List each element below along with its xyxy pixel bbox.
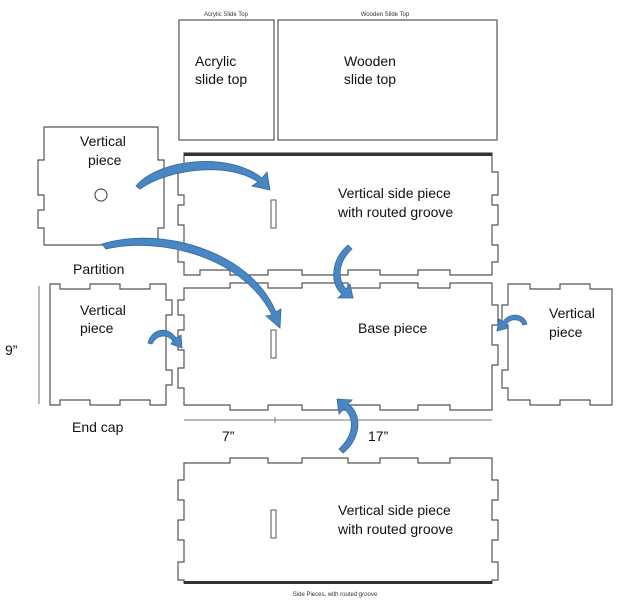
end-cap-label: End cap [72, 419, 124, 435]
acrylic-label-2: slide top [195, 71, 247, 87]
arrow-partition-to-base-slot [101, 237, 282, 329]
partition-label: Partition [73, 261, 124, 277]
top-side-label-2: with routed groove [337, 204, 453, 220]
partition-vertical-label-1: Vertical [80, 133, 126, 149]
partition-piece: Vertical piece Partition [37, 126, 165, 277]
width-large-label: 17” [368, 428, 389, 444]
wooden-label-2: slide top [344, 71, 396, 87]
base-label: Base piece [358, 320, 427, 336]
arrow-right-endcap-to-base [496, 314, 528, 332]
assembly-arrows [101, 161, 528, 454]
left-end-cap: Vertical piece End cap [49, 283, 173, 435]
bottom-caption: Side Pieces, with routed groove [293, 592, 378, 598]
arrow-base-up [333, 244, 354, 299]
right-vertical-label-1: Vertical [549, 305, 595, 321]
wooden-label-1: Wooden [344, 53, 396, 69]
right-end-cap: Vertical piece [501, 283, 613, 406]
partition-vertical-label-2: piece [88, 152, 122, 168]
top-side-label-1: Vertical side piece [338, 185, 451, 201]
routed-groove-bottom [184, 581, 492, 584]
bottom-side-piece: Vertical side piece with routed groove S… [177, 457, 499, 598]
height-dimension: 9” [5, 286, 40, 404]
arrow-partition-to-top-slot [135, 161, 271, 191]
bottom-side-label-2: with routed groove [337, 521, 453, 537]
right-vertical-label-2: piece [549, 324, 583, 340]
bottom-side-label-1: Vertical side piece [338, 502, 451, 518]
acrylic-caption: Acrylic Slide Top [204, 12, 249, 18]
acrylic-label-1: Acrylic [195, 53, 236, 69]
wooden-caption: Wooden Slide Top [361, 12, 410, 18]
endcap-vertical-label-1: Vertical [80, 302, 126, 318]
base-piece: Base piece [177, 282, 499, 411]
endcap-vertical-label-2: piece [80, 320, 114, 336]
width-small-label: 7” [222, 428, 235, 444]
wooden-slide-top: Wooden Slide Top Wooden slide top [277, 12, 498, 141]
arrow-bottom-up [336, 398, 359, 454]
height-dimension-label: 9” [5, 342, 18, 358]
arrow-left-endcap-to-base [147, 329, 183, 349]
acrylic-slide-top: Acrylic Slide Top Acrylic slide top [178, 12, 275, 141]
width-dimensions: 7” 17” [184, 417, 492, 444]
routed-groove-top [184, 153, 492, 156]
